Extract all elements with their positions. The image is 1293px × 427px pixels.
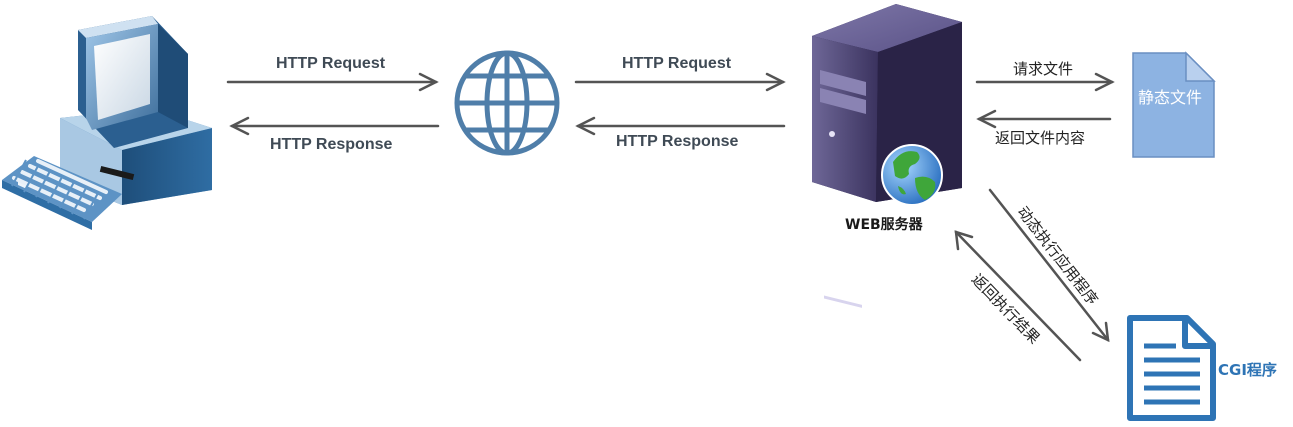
http-request-label-left: HTTP Request — [276, 55, 386, 72]
response-arrow-right — [575, 116, 786, 136]
document-icon — [1132, 51, 1216, 158]
http-response-label-left: HTTP Response — [270, 136, 393, 153]
request-file-arrow — [975, 72, 1115, 92]
return-result-arrow — [954, 230, 1082, 362]
http-response-label-right: HTTP Response — [616, 133, 739, 150]
static-file-label: 静态文件 — [1138, 88, 1203, 107]
run-app-arrow — [988, 188, 1110, 343]
request-file-label: 请求文件 — [1013, 60, 1074, 78]
request-arrow-left — [226, 72, 439, 92]
return-file-arrow — [976, 109, 1112, 129]
request-arrow-right — [574, 72, 786, 92]
server-name-label: WEB服务器 — [845, 217, 923, 233]
globe-icon — [454, 50, 560, 156]
web-server-icon — [812, 4, 962, 308]
cgi-document-icon — [1127, 315, 1216, 421]
response-arrow-left — [229, 116, 440, 136]
http-request-label-right: HTTP Request — [622, 55, 732, 72]
cgi-label: CGI程序 — [1218, 361, 1277, 379]
desktop-computer-icon — [2, 16, 212, 230]
return-file-label: 返回文件内容 — [995, 129, 1086, 147]
